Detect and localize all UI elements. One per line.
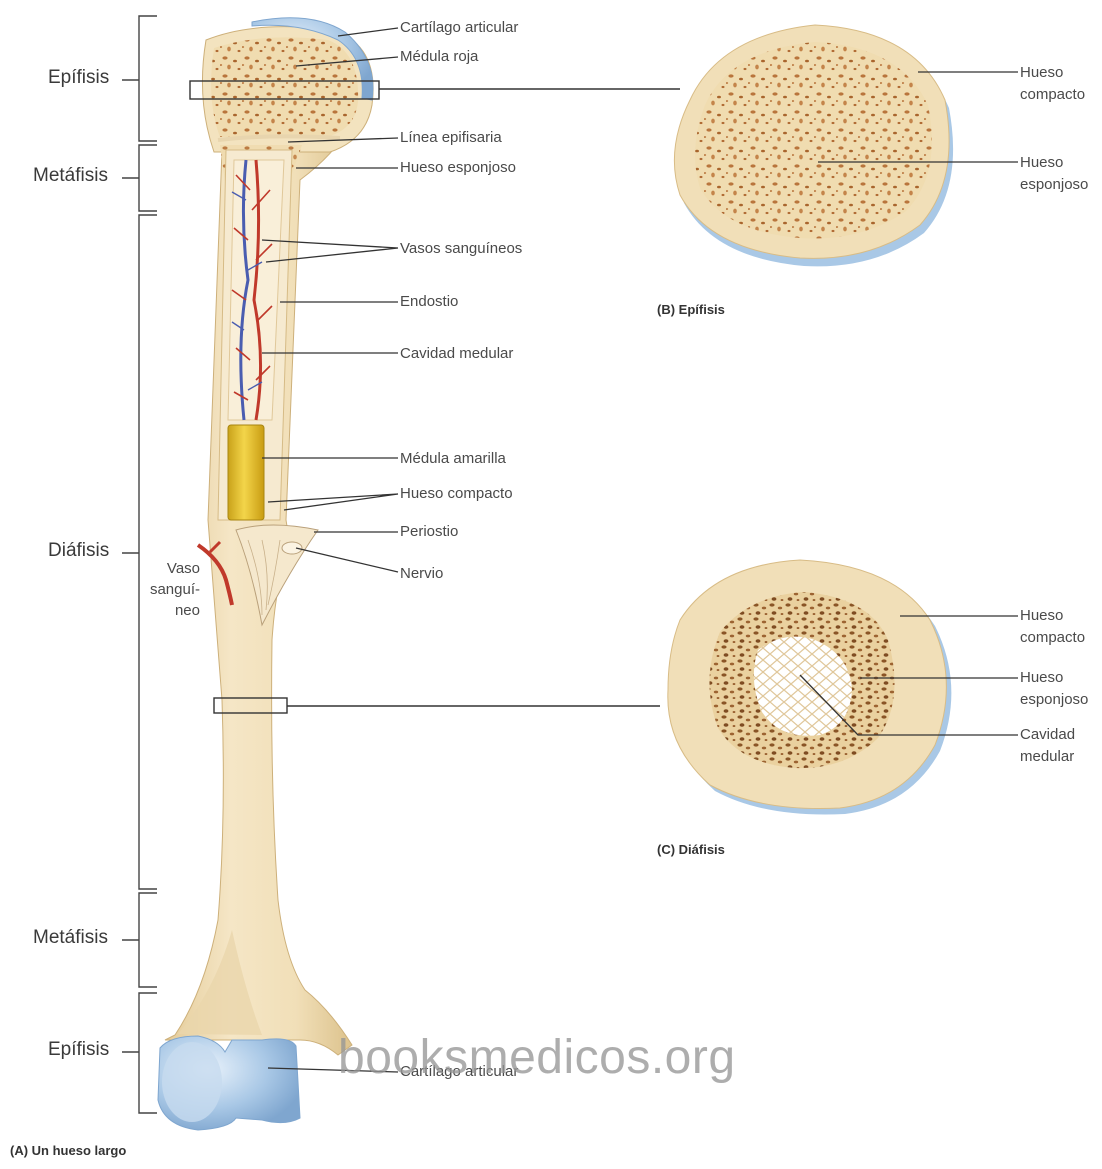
red-marrow: [211, 37, 358, 137]
bracket-diafisis: [139, 215, 157, 889]
region-label-diafisis: Diáfisis: [48, 540, 109, 562]
epiphysis-cross-section: [674, 25, 953, 266]
label-c-hueso-compacto: Hueso compacto: [1020, 605, 1100, 649]
caption-b: (B) Epífisis: [657, 302, 725, 317]
watermark: booksmedicos.org: [338, 1030, 736, 1085]
bracket-epifisis-top: [139, 16, 157, 141]
label-b-hueso-esponjoso: Hueso esponjoso: [1020, 152, 1100, 196]
label-periostio: Periostio: [400, 521, 458, 543]
yellow-marrow: [228, 425, 264, 520]
label-vasos-sanguineos: Vasos sanguíneos: [400, 238, 522, 260]
caption-c: (C) Diáfisis: [657, 842, 725, 857]
nerve-icon: [282, 542, 302, 554]
label-hueso-esponjoso: Hueso esponjoso: [400, 157, 516, 179]
region-label-metafisis-bottom: Metáfisis: [33, 927, 108, 949]
label-hueso-compacto: Hueso compacto: [400, 483, 513, 505]
label-nervio: Nervio: [400, 563, 443, 585]
label-linea-epifisaria: Línea epifisaria: [400, 127, 502, 149]
label-cavidad-medular: Cavidad medular: [400, 343, 513, 365]
bracket-metafisis-top: [139, 145, 157, 211]
label-c-cavidad-medular: Cavidad medular: [1020, 724, 1100, 768]
label-c-hueso-esponjoso: Hueso esponjoso: [1020, 667, 1100, 711]
caption-a: (A) Un hueso largo: [10, 1143, 126, 1158]
label-vaso-sanguineo: Vaso sanguí-neo: [130, 558, 200, 621]
diaphysis-cross-section: [668, 560, 952, 815]
bracket-metafisis-bottom: [139, 893, 157, 987]
label-cartilago-articular-top: Cartílago articular: [400, 17, 518, 39]
label-medula-roja: Médula roja: [400, 46, 478, 68]
region-label-epifisis-top: Epífisis: [48, 67, 109, 89]
bracket-epifisis-bottom: [139, 993, 157, 1113]
label-medula-amarilla: Médula amarilla: [400, 448, 506, 470]
label-b-hueso-compacto: Hueso compacto: [1020, 62, 1100, 106]
region-label-metafisis-top: Metáfisis: [33, 165, 108, 187]
region-label-epifisis-bottom: Epífisis: [48, 1039, 109, 1061]
label-endostio: Endostio: [400, 291, 458, 313]
